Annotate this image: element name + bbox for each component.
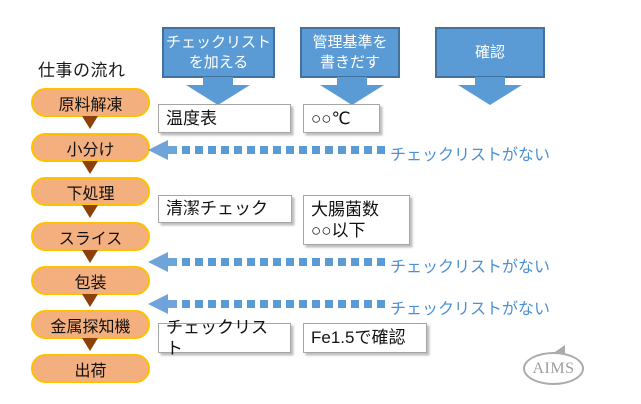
- aims-logo: AIMS: [523, 352, 584, 385]
- callout-down-arrow-icon: [320, 77, 384, 105]
- flow-step-portioning: 小分け: [31, 133, 150, 162]
- note-clean-check: 清潔チェック: [158, 195, 292, 223]
- down-arrow-icon: [82, 338, 98, 351]
- down-arrow-icon: [82, 205, 98, 218]
- flow-step-prep: 下処理: [31, 177, 150, 206]
- down-arrow-icon: [82, 294, 98, 307]
- flow-step-shipping: 出荷: [31, 354, 150, 383]
- down-arrow-icon: [82, 116, 98, 129]
- missing-checklist-label: チェックリストがない: [390, 147, 551, 164]
- note-checklist: チェックリスト: [158, 318, 291, 358]
- flow-step-slice: スライス: [31, 222, 150, 251]
- missing-checklist-label: チェックリストがない: [390, 301, 551, 318]
- down-arrow-icon: [82, 250, 98, 263]
- callout-down-arrow-icon: [186, 77, 250, 105]
- callout-add-checklist: チェックリスト を加える: [162, 27, 275, 78]
- callout-down-arrow-icon: [458, 77, 522, 105]
- flow-title: 仕事の流れ: [38, 61, 126, 80]
- flow-step-raw-material-thaw: 原料解凍: [31, 88, 150, 117]
- flow-step-metal-detector: 金属探知機: [31, 310, 150, 339]
- note-temperature-table: 温度表: [158, 104, 291, 133]
- callout-write-standards: 管理基準を 書きだす: [300, 27, 400, 78]
- note-fe-confirm: Fe1.5で確認: [303, 323, 427, 353]
- flow-step-packaging: 包装: [31, 266, 150, 295]
- down-arrow-icon: [82, 161, 98, 174]
- aims-logo-flag-icon: [552, 345, 565, 354]
- note-coliform-limit: 大腸菌数 ○○以下: [303, 195, 410, 245]
- callout-confirm: 確認: [435, 27, 545, 78]
- dashed-left-arrow-icon: [148, 252, 386, 272]
- dashed-left-arrow-icon: [148, 140, 386, 160]
- note-temperature-value: ○○℃: [303, 104, 380, 133]
- dashed-left-arrow-icon: [148, 294, 386, 314]
- missing-checklist-label: チェックリストがない: [390, 259, 551, 276]
